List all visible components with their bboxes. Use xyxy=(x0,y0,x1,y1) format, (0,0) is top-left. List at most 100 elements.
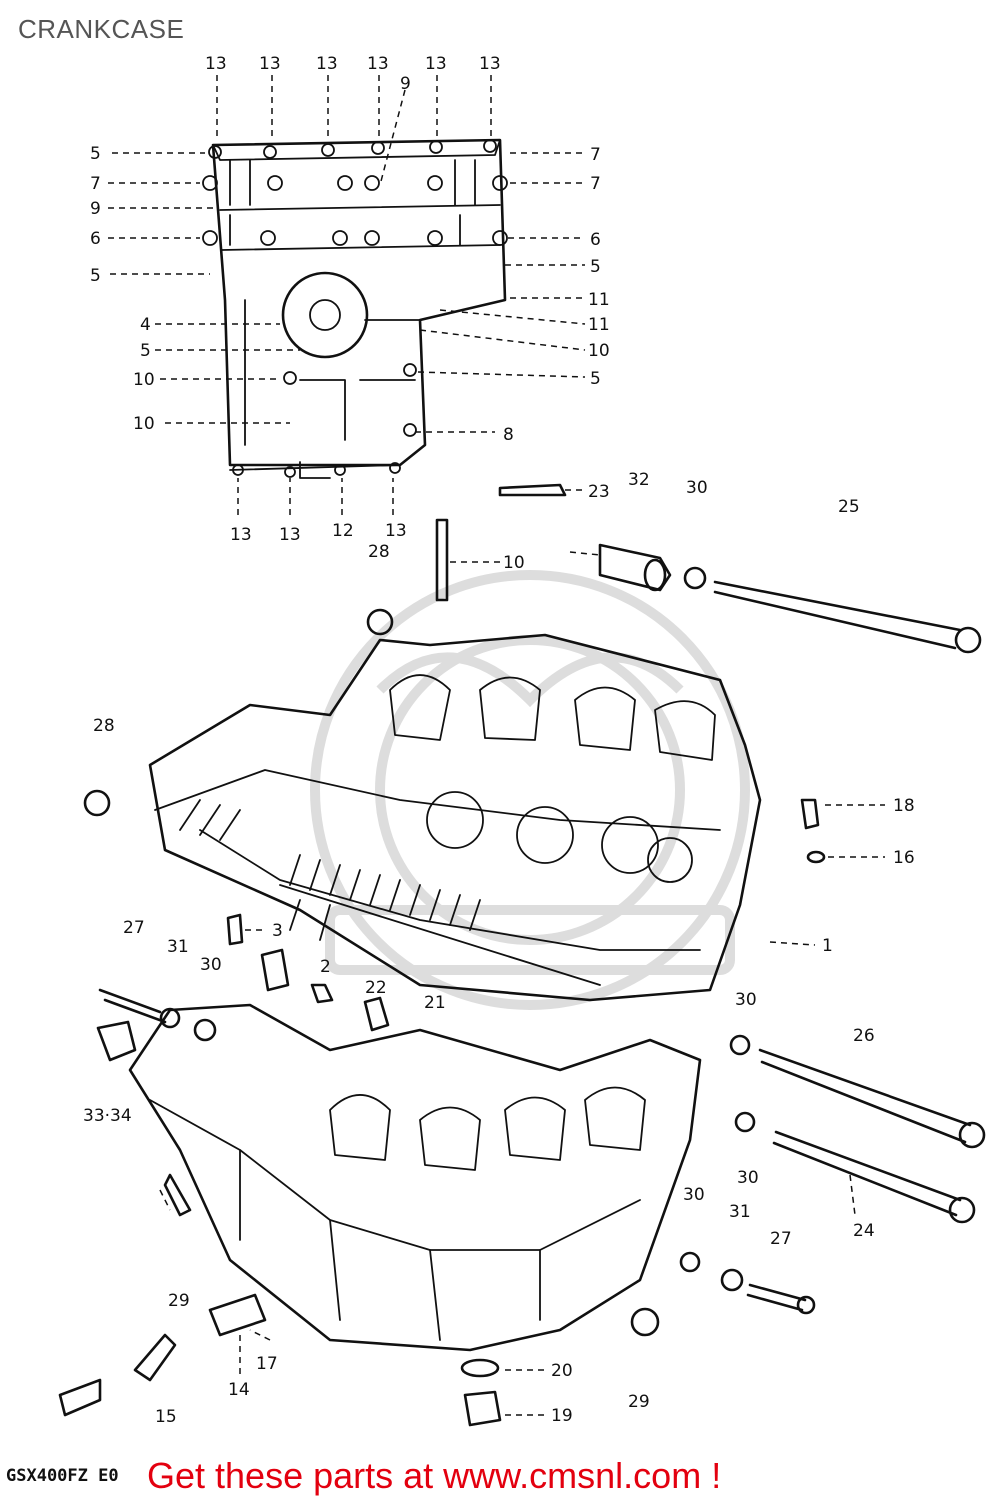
callout-left-5: 5 xyxy=(90,266,101,286)
upper-crankcase-half xyxy=(148,633,762,1002)
callout-20: 20 xyxy=(551,1361,573,1381)
callout-28a: 28 xyxy=(368,542,390,562)
callout-right-6: 11 xyxy=(588,315,610,335)
callout-top-4: 13 xyxy=(367,54,389,74)
callout-right-9: 8 xyxy=(503,425,514,445)
callout-labels: 13 13 13 13 13 13 9 5 7 9 6 5 4 5 10 10 … xyxy=(83,54,915,1427)
callout-bottom-3: 12 xyxy=(332,521,354,541)
callout-1: 1 xyxy=(822,936,833,956)
washer-30d xyxy=(679,1251,701,1273)
callout-right-7: 10 xyxy=(588,341,610,361)
callout-16: 16 xyxy=(893,848,915,868)
cap-29 xyxy=(630,1307,660,1337)
callout-30d: 30 xyxy=(737,1168,759,1188)
callout-left-3: 9 xyxy=(90,199,101,219)
callout-31a: 31 xyxy=(167,937,189,957)
callout-right-4: 5 xyxy=(590,257,601,277)
watermark-logo xyxy=(310,570,750,1010)
bolt-10 xyxy=(435,518,449,602)
bolt-25 xyxy=(713,580,962,632)
bolt-26 xyxy=(758,1048,972,1144)
callout-2: 2 xyxy=(320,957,331,977)
callout-right-2: 7 xyxy=(590,174,601,194)
callout-right-3: 6 xyxy=(590,230,601,250)
pressure-switch-15 xyxy=(133,1333,177,1382)
part-22 xyxy=(363,996,390,1032)
upper-leader-lines xyxy=(108,75,586,515)
callout-33-34: 33·34 xyxy=(83,1106,132,1126)
washer-28 xyxy=(366,608,394,636)
callout-bottom-1: 13 xyxy=(230,525,252,545)
plug-29 xyxy=(163,1173,192,1217)
gasket-20 xyxy=(460,1358,500,1378)
plug-18 xyxy=(800,798,820,830)
washer-30c xyxy=(734,1111,756,1133)
callout-top-5: 13 xyxy=(425,54,447,74)
callout-left-4: 6 xyxy=(90,229,101,249)
callout-left-6: 4 xyxy=(140,315,151,335)
callout-28b: 28 xyxy=(93,716,115,736)
bolt-27 xyxy=(98,988,167,1024)
callout-30c: 30 xyxy=(735,990,757,1010)
callout-bottom-4: 13 xyxy=(385,521,407,541)
callout-left-8: 10 xyxy=(133,370,155,390)
cta-link[interactable]: Get these parts at www.cmsnl.com ! xyxy=(147,1455,722,1496)
upper-crankcase-view xyxy=(202,138,508,479)
callout-top-1: 13 xyxy=(205,54,227,74)
callout-18: 18 xyxy=(893,796,915,816)
callout-21: 21 xyxy=(424,993,446,1013)
sensor-17 xyxy=(208,1293,267,1337)
callout-29b: 29 xyxy=(628,1392,650,1412)
dowel-31 xyxy=(260,948,290,992)
callout-15: 15 xyxy=(155,1407,177,1427)
callout-29a: 29 xyxy=(168,1291,190,1311)
o-ring-16 xyxy=(806,850,826,864)
callout-30a: 30 xyxy=(686,478,708,498)
bushing-32 xyxy=(598,543,672,592)
callout-25: 25 xyxy=(838,497,860,517)
callout-right-8: 5 xyxy=(590,369,601,389)
callout-14: 14 xyxy=(228,1380,250,1400)
washer-30b xyxy=(729,1034,751,1056)
dowel-3 xyxy=(226,913,244,946)
callout-bottom-2: 13 xyxy=(279,525,301,545)
callout-left-1: 5 xyxy=(90,144,101,164)
bolt-2 xyxy=(310,983,334,1004)
callout-left-2: 7 xyxy=(90,174,101,194)
callout-32: 32 xyxy=(628,470,650,490)
dowel-pin-23 xyxy=(498,483,567,497)
washer-28b xyxy=(83,789,111,817)
callout-27a: 27 xyxy=(123,918,145,938)
bolt-24 xyxy=(772,1130,962,1217)
callout-24: 24 xyxy=(853,1221,875,1241)
small-parts xyxy=(58,483,986,1427)
callout-26: 26 xyxy=(853,1026,875,1046)
callout-30b: 30 xyxy=(200,955,222,975)
callout-top-2: 13 xyxy=(259,54,281,74)
callout-top-3: 13 xyxy=(316,54,338,74)
lower-crankcase-half xyxy=(128,1003,702,1352)
callout-top-6: 13 xyxy=(479,54,501,74)
washer-31 xyxy=(720,1268,744,1292)
lower-leader-lines xyxy=(159,489,885,1416)
page-title: CRANKCASE xyxy=(18,14,185,44)
callout-22: 22 xyxy=(365,978,387,998)
front-arrow-icon xyxy=(58,1378,102,1417)
washer-30 xyxy=(683,566,707,590)
plug-33-34 xyxy=(96,1020,137,1062)
callout-3: 3 xyxy=(272,921,283,941)
callout-31b: 31 xyxy=(729,1202,751,1222)
callout-27b: 27 xyxy=(770,1229,792,1249)
drain-plug-19 xyxy=(463,1390,502,1427)
model-code: GSX400FZ E0 xyxy=(6,1466,119,1486)
callout-left-7: 5 xyxy=(140,341,151,361)
callout-23: 23 xyxy=(588,482,610,502)
callout-right-5: 11 xyxy=(588,290,610,310)
callout-30e: 30 xyxy=(683,1185,705,1205)
callout-top-7: 9 xyxy=(400,74,411,94)
callout-17: 17 xyxy=(256,1354,278,1374)
callout-10: 10 xyxy=(503,553,525,573)
bolt-27b xyxy=(746,1283,807,1312)
callout-19: 19 xyxy=(551,1406,573,1426)
